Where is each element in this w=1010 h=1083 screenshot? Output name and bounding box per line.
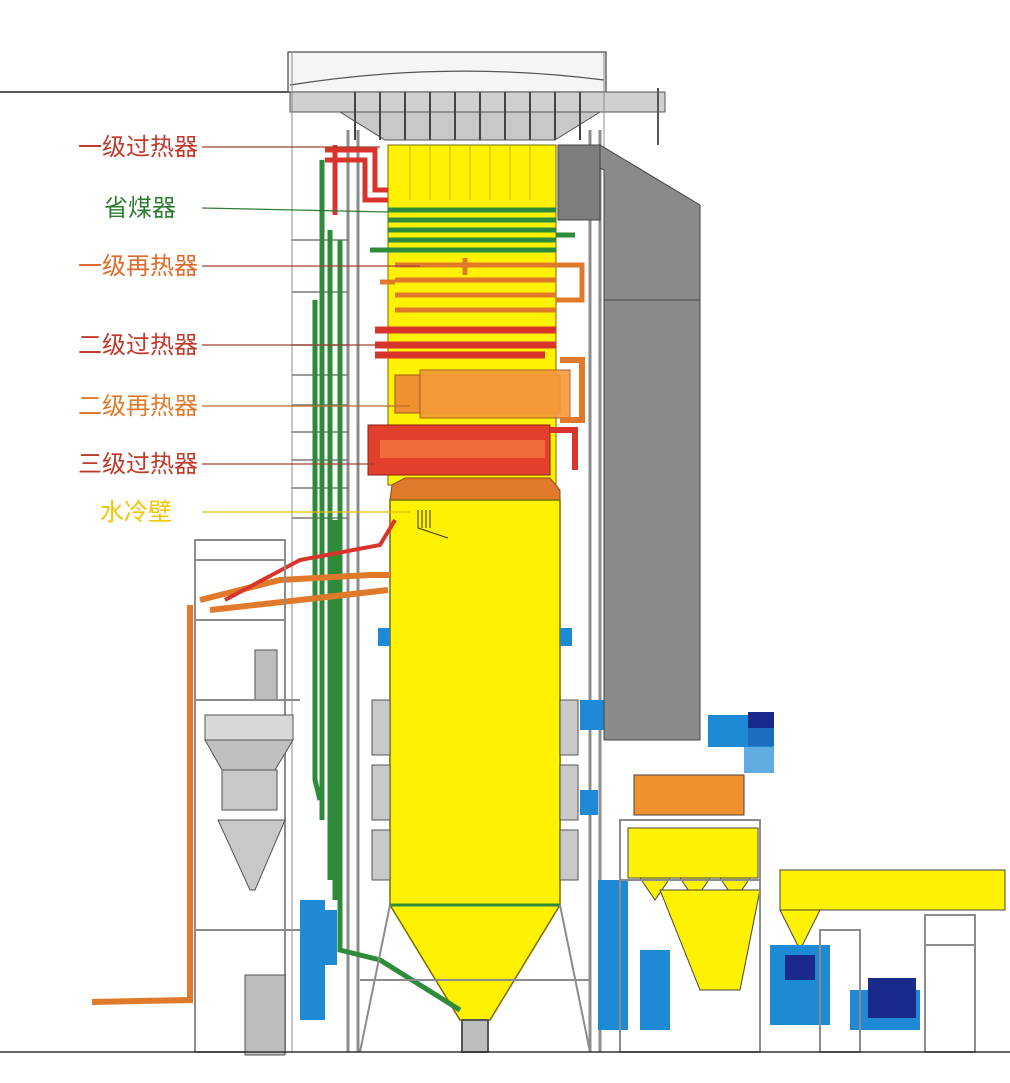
secondary-superheater-tubes — [375, 326, 556, 359]
left-red-line — [224, 518, 397, 602]
label-water-wall: 水冷壁 — [100, 498, 172, 526]
tertiary-superheater-block — [367, 424, 578, 476]
secondary-reheater-block — [394, 357, 585, 423]
primary-superheater-tubes — [325, 145, 388, 215]
burner-panels — [371, 699, 579, 881]
label-secondary-superheater: 二级过热器 — [78, 331, 198, 359]
leader-lines — [201, 146, 420, 513]
air-preheater — [633, 712, 774, 816]
label-secondary-reheater: 二级再热器 — [78, 392, 198, 420]
leader-economizer — [201, 207, 389, 213]
label-primary-superheater: 一级过热器 — [78, 133, 198, 161]
primary-reheater-tubes — [380, 258, 585, 313]
blue-air-boxes — [378, 628, 605, 815]
electrostatic-precipitator — [627, 827, 1006, 991]
roof-structure — [287, 51, 666, 145]
economizer-tubes — [370, 207, 575, 253]
water-wall-furnace — [389, 477, 561, 1021]
backpass-duct — [557, 144, 701, 741]
label-primary-reheater: 一级再热器 — [78, 252, 198, 280]
coal-silo-structure — [194, 539, 300, 1056]
label-tertiary-superheater: 三级过热器 — [78, 450, 198, 478]
coal-mill-blue — [300, 900, 337, 1020]
furnace-bottom-supports — [359, 904, 591, 1053]
label-economizer: 省煤器 — [104, 194, 176, 222]
